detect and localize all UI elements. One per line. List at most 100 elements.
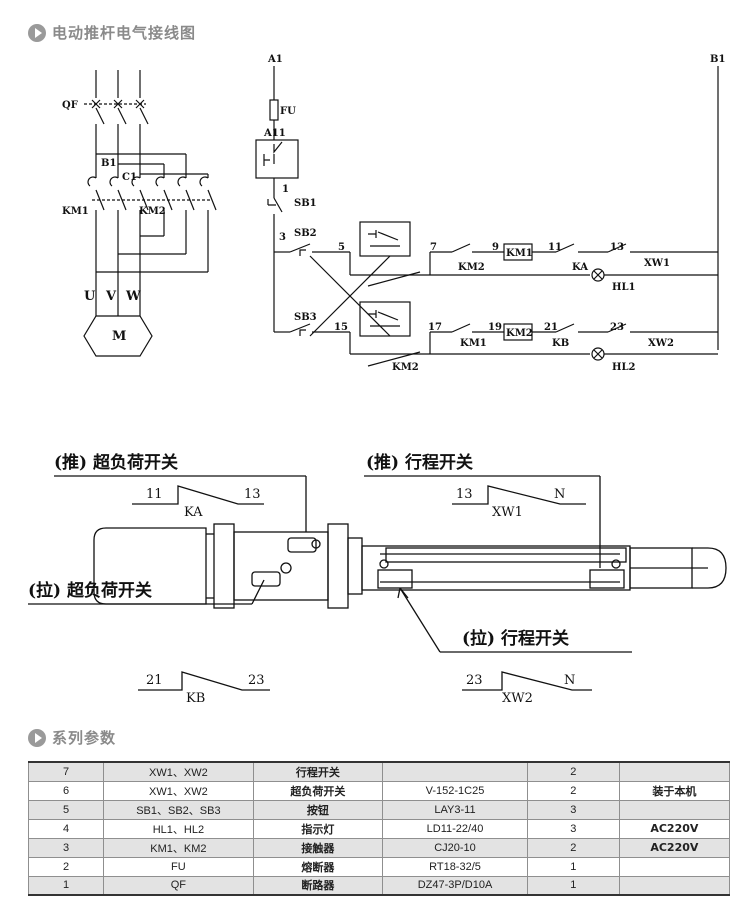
- table-cell: 1: [27, 875, 105, 896]
- label-23: 23: [610, 322, 624, 333]
- push-overload-title: (推) 超负荷开关: [54, 452, 178, 473]
- table-cell: 1: [526, 875, 620, 896]
- label-3: 3: [279, 232, 286, 243]
- label-ka: KA: [572, 262, 588, 273]
- table-cell: RT18-32/5: [382, 856, 528, 877]
- table-cell: 熔断器: [252, 856, 384, 877]
- label-11: 11: [548, 242, 562, 253]
- label-a1: A1: [267, 54, 283, 65]
- table-cell: 按钮: [252, 799, 384, 820]
- table-cell: 3: [526, 799, 620, 820]
- push-travel-left: 13: [456, 487, 473, 502]
- label-sb1: SB1: [294, 198, 317, 209]
- table-cell: 2: [526, 780, 620, 801]
- label-xw2: XW2: [648, 338, 674, 349]
- pull-overload-right: 23: [248, 673, 265, 688]
- table-cell: AC220V: [618, 818, 731, 839]
- pull-travel-right: N: [564, 673, 575, 688]
- table-cell: CJ20-10: [382, 837, 528, 858]
- label-km1-power: KM1: [62, 206, 89, 217]
- table-cell: 指示灯: [252, 818, 384, 839]
- table-cell: 2: [27, 856, 105, 877]
- label-7: 7: [430, 242, 437, 253]
- table-cell: HL1、HL2: [103, 818, 254, 839]
- table-cell: 接触器: [252, 837, 384, 858]
- table-cell: 5: [27, 799, 105, 820]
- label-b1: B1: [710, 54, 725, 65]
- push-overload-name: KA: [184, 505, 203, 520]
- table-cell: FU: [103, 856, 254, 877]
- label-km2-power: KM2: [139, 206, 166, 217]
- params-section-title: 系列参数: [28, 727, 116, 748]
- table-cell: XW1、XW2: [103, 780, 254, 801]
- label-9: 9: [492, 242, 499, 253]
- table-cell: 断路器: [252, 875, 384, 896]
- label-15: 15: [334, 322, 348, 333]
- label-c1: C1: [122, 172, 137, 183]
- table-cell: DZ47-3P/D10A: [382, 875, 528, 896]
- label-19: 19: [488, 322, 502, 333]
- label-b1-power: B1: [101, 158, 116, 169]
- table-cell: XW1、XW2: [103, 761, 254, 782]
- push-overload-left: 11: [146, 487, 163, 502]
- table-cell: AC220V: [618, 837, 731, 858]
- label-w: W: [125, 289, 141, 304]
- push-overload-right: 13: [244, 487, 261, 502]
- label-13: 13: [610, 242, 624, 253]
- control-circuit: [255, 66, 719, 367]
- table-cell: [618, 875, 731, 896]
- table-cell: [618, 761, 731, 782]
- motor-body-icon: [93, 527, 207, 605]
- label-qf: QF: [62, 100, 78, 111]
- label-km2-coil: KM2: [506, 328, 533, 339]
- label-fu: FU: [280, 106, 296, 117]
- label-hl2: HL2: [612, 362, 635, 373]
- label-17: 17: [428, 322, 442, 333]
- table-cell: V-152-1C25: [382, 780, 528, 801]
- label-1: 1: [282, 184, 289, 195]
- power-circuit: [83, 70, 217, 357]
- pull-overload-title: (拉) 超负荷开关: [28, 580, 152, 601]
- table-cell: 6: [27, 780, 105, 801]
- table-cell: 4: [27, 818, 105, 839]
- label-21: 21: [544, 322, 558, 333]
- table-cell: 3: [526, 818, 620, 839]
- table-cell: 3: [27, 837, 105, 858]
- fuse-icon: [269, 99, 279, 121]
- table-cell: SB1、SB2、SB3: [103, 799, 254, 820]
- label-km2-contact: KM2: [458, 262, 485, 273]
- table-cell: LD11-22/40: [382, 818, 528, 839]
- label-v: V: [105, 289, 117, 304]
- label-km2-bottom: KM2: [392, 362, 419, 373]
- table-cell: 超负荷开关: [252, 780, 384, 801]
- table-cell: 装于本机: [618, 780, 731, 801]
- params-title-text: 系列参数: [52, 729, 117, 747]
- label-motor: M: [112, 329, 126, 344]
- table-cell: KM1、KM2: [103, 837, 254, 858]
- label-hl1: HL1: [612, 282, 635, 293]
- label-km1-contact: KM1: [460, 338, 487, 349]
- pull-travel-switch-icon: [589, 569, 625, 589]
- pull-overload-name: KB: [186, 691, 205, 706]
- pull-overload-left: 21: [146, 673, 163, 688]
- label-kb: KB: [552, 338, 569, 349]
- wiring-diagram: QF B1 C1 KM1 KM2 U V W M: [62, 54, 725, 373]
- label-sb3: SB3: [294, 312, 317, 323]
- table-cell: 2: [526, 837, 620, 858]
- play-circle-icon: [28, 728, 46, 747]
- push-travel-title: (推) 行程开关: [366, 452, 473, 473]
- actuator-diagram: (推) 超负荷开关 11 13 KA (推) 行程开关 13 N XW1 (拉)…: [28, 452, 727, 706]
- table-cell: [382, 761, 528, 782]
- table-cell: [618, 856, 731, 877]
- push-travel-switch-icon: [377, 569, 413, 589]
- wiring-title-text: 电动推杆电气接线图: [52, 24, 197, 42]
- push-travel-name: XW1: [492, 505, 523, 520]
